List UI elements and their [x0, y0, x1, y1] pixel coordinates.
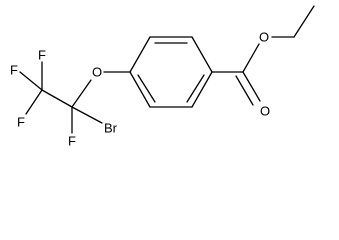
ring-bond [129, 36, 151, 73]
carbonyl-double-bond [242, 71, 261, 102]
carbonyl-to-ester-oxygen-bond [242, 43, 260, 73]
ring-bond [129, 71, 151, 108]
carbonyl-double-bond-inner [235, 75, 254, 106]
cf3-to-fluorine-left-bond [19, 71, 43, 91]
cbr-to-cf3-bond [41, 89, 73, 108]
ring-bond [191, 36, 213, 73]
cf3-to-fluorine-bottom-bond [25, 89, 43, 115]
molecule-structure: O Br F F F F O O [10, 5, 315, 149]
ether-oxygen-label: O [92, 65, 102, 80]
fluorine-label-bottom: F [17, 115, 25, 130]
benzene-ring [129, 36, 213, 108]
fluorine-label-left: F [10, 63, 18, 78]
ring-bond [191, 71, 213, 108]
carbonyl-oxygen-label: O [260, 104, 270, 119]
cbr-to-bromine-bond [71, 106, 103, 124]
ring-double-bond [137, 74, 156, 103]
bromine-label: Br [104, 121, 118, 136]
ethyl-ch3-bond [293, 5, 315, 38]
ring-double-bond [186, 74, 205, 103]
ester-oxygen-label: O [259, 30, 269, 45]
ether-to-cbr-bond [71, 79, 92, 108]
fluorine-label-cbr: F [68, 134, 76, 149]
fluorine-label-top: F [38, 48, 46, 63]
structure-canvas: O Br F F F F O O [10, 5, 315, 149]
